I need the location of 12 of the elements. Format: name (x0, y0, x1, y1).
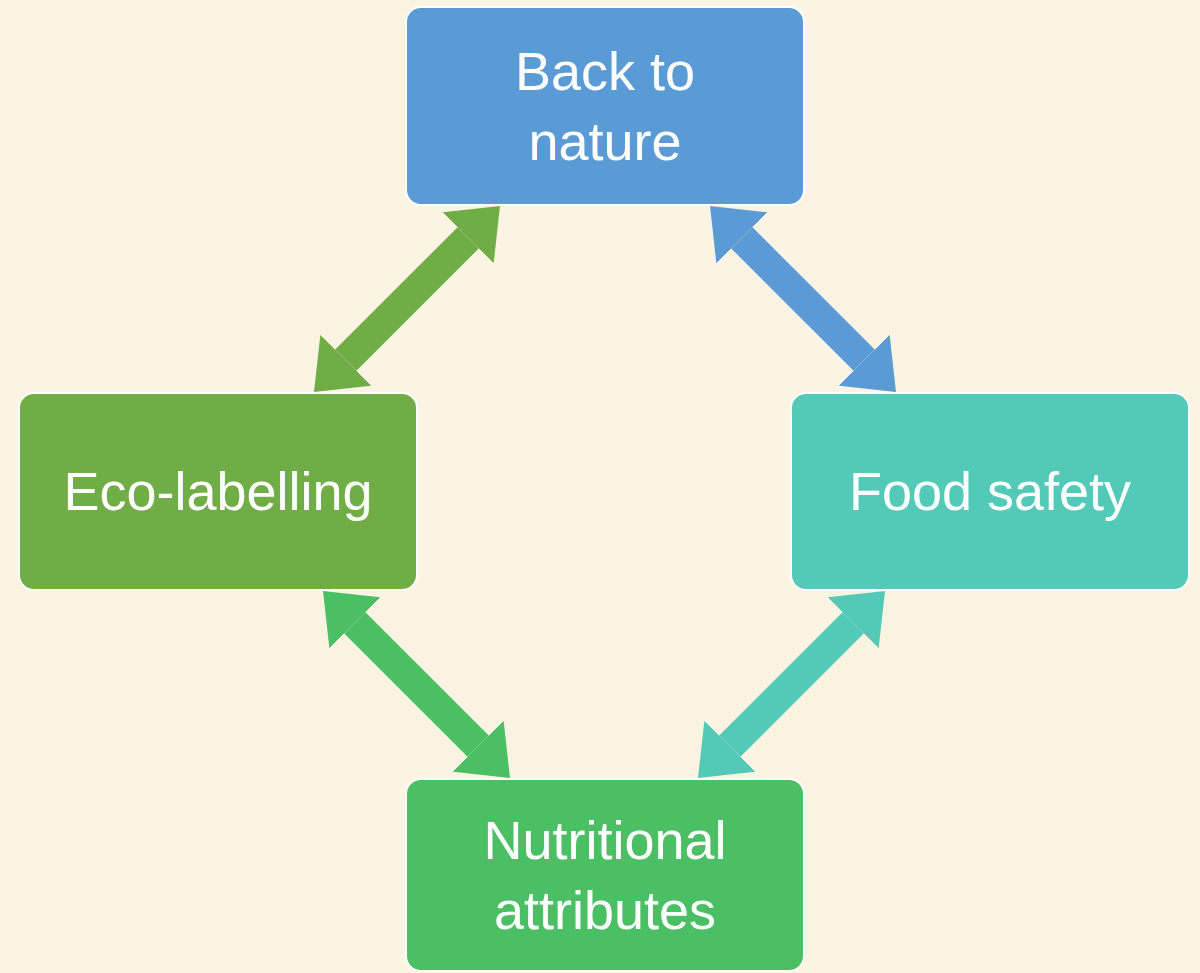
process-box (405, 6, 805, 206)
double-arrow (698, 591, 885, 778)
process-box (18, 392, 418, 591)
process-box (790, 392, 1190, 591)
double-arrow (710, 206, 896, 392)
double-arrow (323, 591, 510, 778)
box-label: Back to nature (513, 39, 697, 173)
double-arrow (314, 206, 500, 392)
process-box (405, 778, 805, 972)
box-label: Food safety (848, 460, 1132, 524)
box-label: Nutritional attributes (482, 808, 728, 942)
box-label: Eco-labelling (63, 460, 373, 524)
